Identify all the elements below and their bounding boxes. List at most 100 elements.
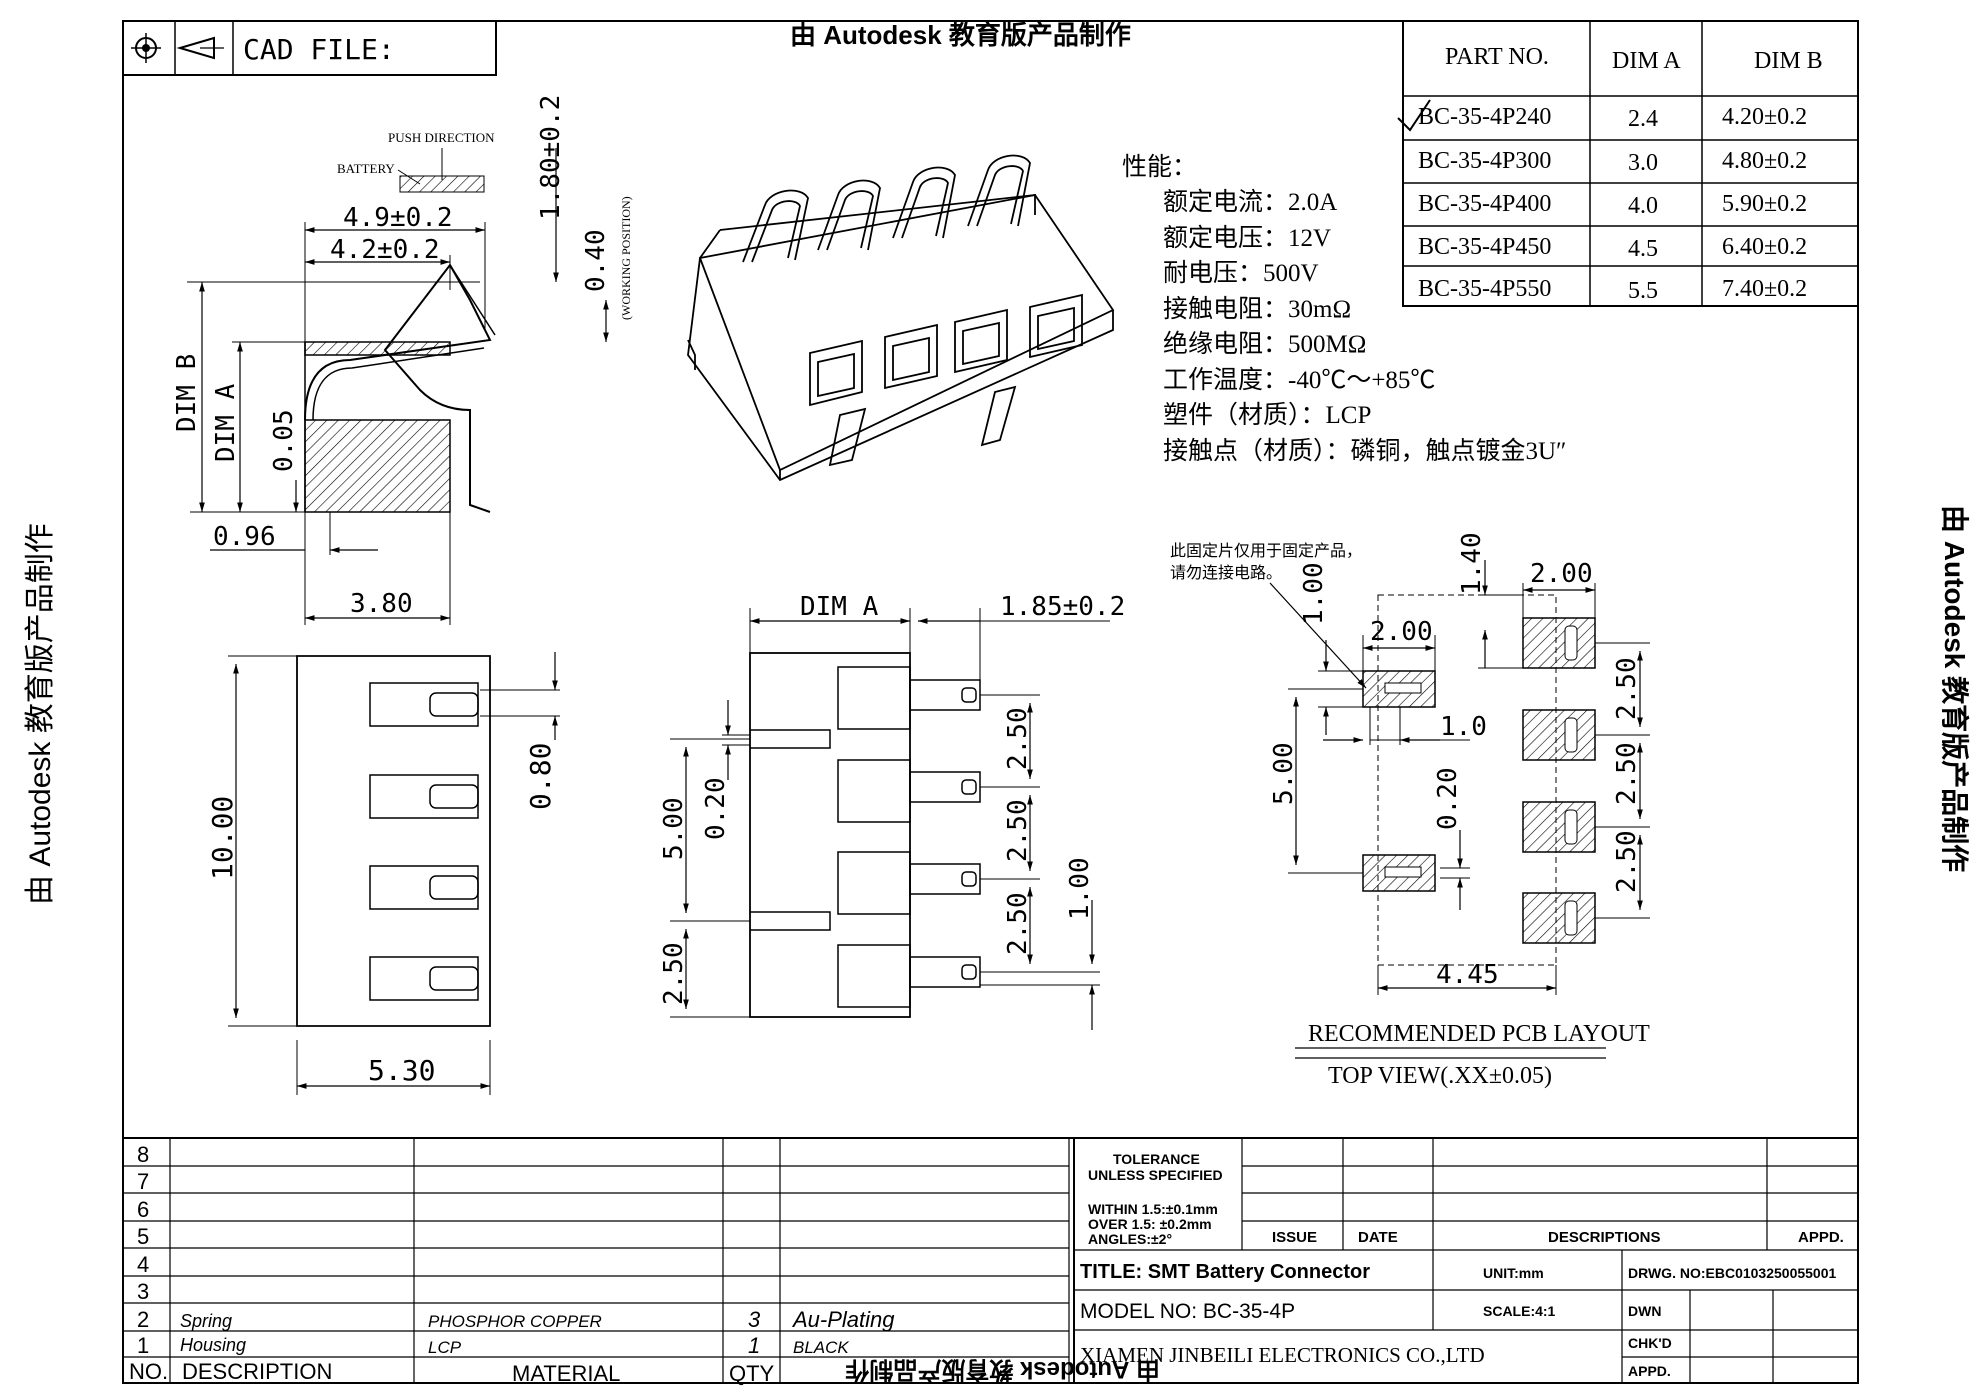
front-dim-2-50-left: 2.50	[659, 942, 689, 1005]
pcb-note-line2: 请勿连接电路。	[1170, 564, 1282, 582]
pcb-dim-2-00-top: 2.00	[1530, 559, 1593, 589]
bom-row-2-material: PHOSPHOR COPPER	[428, 1312, 602, 1331]
pcb-layout: 此固定片仅用于固定产品， 请勿连接电路。 2.00 1.40	[1170, 532, 1650, 1089]
title-block: TOLERANCE UNLESS SPECIFIED WITHIN 1.5:±0…	[1073, 1138, 1858, 1383]
bom-row-7: 7	[137, 1169, 149, 1194]
pcb-dim-2-50-a: 2.50	[1612, 657, 1642, 720]
pcb-dim-1-40: 1.40	[1457, 532, 1487, 595]
bom-row-1-qty: 1	[748, 1333, 760, 1358]
bom-row-1-no: 1	[137, 1333, 149, 1358]
part-row-5: BC-35-4P550	[1418, 276, 1551, 302]
pcb-dim-5-00: 5.00	[1269, 742, 1299, 805]
dim-1-85: 1.85±0.2	[1000, 592, 1125, 622]
company-name: XIAMEN JINBEILI ELECTRONICS CO.,LTD	[1080, 1343, 1485, 1367]
bom-row-6: 6	[137, 1197, 149, 1222]
drawing-title: TITLE: SMT Battery Connector	[1080, 1261, 1370, 1283]
pcb-dim-1-0: 1.0	[1440, 712, 1487, 742]
contact-pad-2	[1522, 709, 1596, 761]
dim-b-label: DIM B	[172, 354, 202, 432]
scale-label: SCALE:4:1	[1483, 1303, 1556, 1319]
tolerance-over: OVER 1.5: ±0.2mm	[1088, 1216, 1212, 1232]
pcb-dim-2-50-b: 2.50	[1612, 742, 1642, 805]
side-view: PUSH DIRECTION BATTERY 4.9±0.2 4.2±0.2 1…	[172, 95, 633, 625]
dim-a-label: DIM A	[211, 383, 241, 462]
dwn-label: DWN	[1628, 1303, 1661, 1319]
front-dim-2-50-r3: 2.50	[1003, 892, 1033, 955]
push-direction-label: PUSH DIRECTION	[388, 130, 495, 145]
iso-windows	[809, 293, 1083, 407]
dim-0-40: 0.40	[581, 229, 611, 292]
header-dim-a: DIM A	[1612, 48, 1681, 74]
part-row-3: BC-35-4P400	[1418, 191, 1551, 217]
bom-row-3: 3	[137, 1279, 149, 1304]
cad-file-header: CAD FILE:	[122, 20, 497, 76]
contact-pad-3	[1522, 801, 1596, 853]
front-dim-5-00: 5.00	[659, 797, 689, 860]
dim-4-2: 4.2±0.2	[330, 235, 440, 265]
battery-label: BATTERY	[337, 161, 395, 176]
pcb-dim-2-50-c: 2.50	[1612, 830, 1642, 893]
bom-row-2-no: 2	[137, 1307, 149, 1332]
unit-label: UNIT:mm	[1483, 1265, 1544, 1281]
spec-plastic-material: 塑件（材质）：LCP	[1163, 401, 1371, 429]
dim-1-80: 1.80±0.2	[536, 95, 566, 220]
front-dim-1-00: 1.00	[1065, 857, 1095, 920]
chkd-label: CHK'D	[1628, 1335, 1672, 1351]
watermark-left: 由 Autodesk 教育版产品制作	[24, 523, 57, 905]
spec-operating-temp: 工作温度：-40℃～+85℃	[1163, 366, 1435, 394]
spec-rated-voltage: 额定电压：12V	[1163, 224, 1331, 252]
spec-rated-current: 额定电流：2.0A	[1163, 188, 1337, 216]
bom-row-4: 4	[137, 1252, 149, 1277]
dim-b-row-5: 7.40±0.2	[1722, 276, 1807, 302]
bom-header-desc: DESCRIPTION	[182, 1359, 332, 1384]
fixing-pad-top	[1362, 670, 1436, 708]
checkmark-icon	[1397, 99, 1431, 132]
specifications: 性能： 额定电流：2.0A 额定电压：12V 耐电压：500V 接触电阻：30m…	[1122, 153, 1566, 465]
bom-row-5: 5	[137, 1224, 149, 1249]
bom-header-no: NO.	[129, 1359, 168, 1384]
iso-springs	[742, 154, 1031, 263]
pcb-dim-2-00-pad: 2.00	[1370, 617, 1433, 647]
tolerance-angles: ANGLES:±2°	[1088, 1231, 1172, 1247]
spec-contact-resistance: 接触电阻：30mΩ	[1163, 295, 1351, 323]
part-row-2: BC-35-4P300	[1418, 148, 1551, 174]
header-dim-b: DIM B	[1754, 48, 1823, 74]
bom-row-1-material: LCP	[428, 1338, 462, 1357]
tolerance-label: TOLERANCE	[1113, 1151, 1200, 1167]
dim-a-row-1: 2.4	[1628, 106, 1658, 132]
bom-row-8: 8	[137, 1142, 149, 1167]
tolerance-within: WITHIN 1.5:±0.1mm	[1088, 1201, 1218, 1217]
spec-withstand-voltage: 耐电压：500V	[1163, 259, 1319, 287]
projection-cone-icon	[176, 36, 224, 60]
dim-a-row-3: 4.0	[1628, 193, 1658, 219]
bom-row-1-desc: Housing	[180, 1335, 246, 1355]
appd-header: APPD.	[1798, 1229, 1844, 1246]
front-view: DIM A 1.85±0.2 5.00 0.20 2.50 2.50 2.50 …	[659, 592, 1125, 1030]
issue-header: ISSUE	[1272, 1229, 1317, 1246]
dim-3-80: 3.80	[350, 589, 413, 619]
dim-b-row-4: 6.40±0.2	[1722, 234, 1807, 260]
drawing-number: DRWG. NO:EBC0103250055001	[1628, 1265, 1837, 1281]
watermark-right: 由 Autodesk 教育版产品制作	[1939, 505, 1971, 872]
unless-specified-label: UNLESS SPECIFIED	[1088, 1167, 1223, 1183]
cad-file-label: CAD FILE:	[243, 33, 395, 66]
bom-row-1-remark: BLACK	[793, 1338, 849, 1357]
pcb-note-line1: 此固定片仅用于固定产品，	[1170, 542, 1362, 560]
dim-0-05: 0.05	[269, 409, 299, 472]
bom-row-2-desc: Spring	[180, 1311, 232, 1331]
watermark-top: 由 Autodesk 教育版产品制作	[790, 20, 1131, 50]
dim-0-80: 0.80	[524, 743, 557, 810]
watermark-bottom: 由 Autodesk 教育版产品制作	[845, 1356, 1160, 1384]
dim-b-row-3: 5.90±0.2	[1722, 191, 1807, 217]
part-number-table: PART NO. DIM A DIM B BC-35-4P240 2.4 4.2…	[1397, 20, 1859, 307]
bom-row-2-remark: Au-Plating	[791, 1307, 895, 1332]
header-part-no: PART NO.	[1445, 44, 1549, 70]
top-view: 10.00 0.80 5.30	[206, 652, 560, 1095]
bom-header-material: MATERIAL	[512, 1361, 620, 1386]
dim-a-row-5: 5.5	[1628, 278, 1658, 304]
contact-pad-1	[1522, 617, 1596, 669]
sheet-border	[122, 20, 1859, 1384]
isometric-view	[687, 154, 1115, 482]
bom-header-qty: QTY	[729, 1361, 775, 1386]
contact-pad-4	[1522, 892, 1596, 944]
